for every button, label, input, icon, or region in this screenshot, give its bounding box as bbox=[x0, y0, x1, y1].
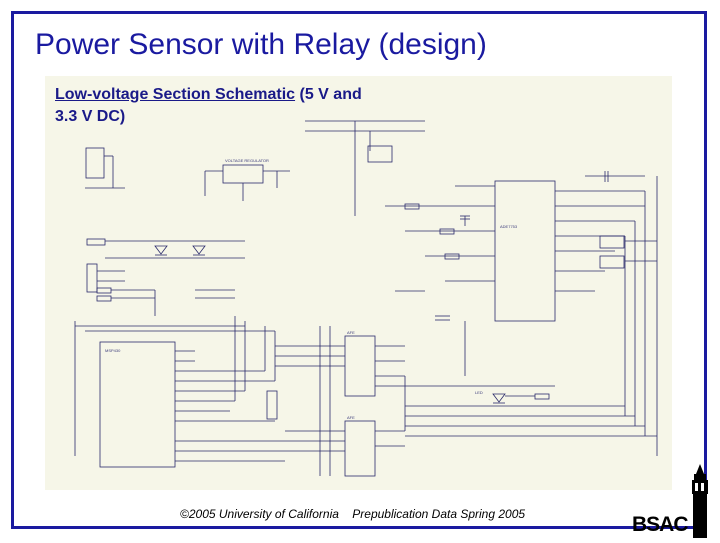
footer-note: Prepublication Data Spring 2005 bbox=[352, 507, 526, 521]
svg-text:LED: LED bbox=[475, 390, 483, 395]
svg-text:MSP430: MSP430 bbox=[105, 348, 121, 353]
svg-text:AFE: AFE bbox=[347, 415, 355, 420]
svg-text:ADE7753: ADE7753 bbox=[500, 224, 518, 229]
svg-text:AFE: AFE bbox=[347, 330, 355, 335]
svg-text:VOLTAGE REGULATOR: VOLTAGE REGULATOR bbox=[225, 158, 269, 163]
subtitle-underlined: Low-voltage Section Schematic bbox=[55, 86, 296, 103]
subtitle-rest: (5 V and bbox=[295, 86, 362, 103]
subtitle-line2: 3.3 V DC) bbox=[55, 108, 126, 125]
slide-title: Power Sensor with Relay (design) bbox=[35, 28, 487, 61]
footer-copyright: ©2005 University of California bbox=[180, 507, 339, 521]
schematic-subtitle: Low-voltage Section Schematic (5 V and 3… bbox=[55, 84, 362, 128]
campanile-tower-icon bbox=[628, 462, 718, 538]
schematic-drawing: VOLTAGE REGULATOR ADE7753 MSP430 AFE AFE… bbox=[74, 120, 658, 477]
bsac-logo-graphic bbox=[692, 464, 708, 538]
bsac-logo-text: BSAC bbox=[632, 513, 689, 536]
slide-footer: ©2005 University of California Prepublic… bbox=[180, 507, 535, 521]
schematic-diagram: VOLTAGE REGULATOR ADE7753 MSP430 AFE AFE… bbox=[45, 76, 672, 490]
